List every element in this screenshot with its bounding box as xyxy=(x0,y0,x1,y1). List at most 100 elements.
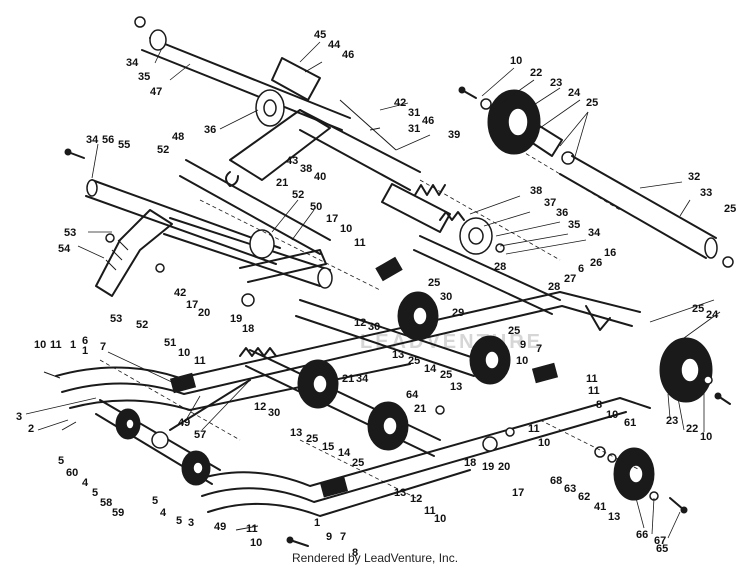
callout-44: 44 xyxy=(328,39,341,51)
callout-52-low: 52 xyxy=(136,319,148,331)
callout-6-a: 6 xyxy=(82,335,88,347)
callout-10-a: 10 xyxy=(34,339,46,351)
callout-6-right: 6 xyxy=(578,263,584,275)
callout-21-top: 21 xyxy=(276,177,288,189)
callout-57: 57 xyxy=(194,429,206,441)
callout-11-low: 11 xyxy=(424,505,436,517)
callout-61: 61 xyxy=(624,417,636,429)
callout-68: 68 xyxy=(550,475,562,487)
callout-54: 54 xyxy=(58,243,71,255)
callout-11-e: 11 xyxy=(246,523,258,535)
callout-5-c: 5 xyxy=(152,495,158,507)
assembly-guides xyxy=(99,149,641,501)
callout-47: 47 xyxy=(150,86,162,98)
callout-7-right: 7 xyxy=(536,343,542,355)
right-slide-rail-lower xyxy=(195,397,651,517)
callout-labels: 34 35 47 45 44 46 36 43 38 40 42 31 46 3… xyxy=(16,29,736,559)
callout-23-top: 23 xyxy=(550,77,562,89)
callout-46: 46 xyxy=(342,49,354,61)
callout-25d: 25 xyxy=(508,325,520,337)
callout-7-a: 7 xyxy=(100,341,106,353)
callout-24-right: 24 xyxy=(706,309,719,321)
callout-13b: 13 xyxy=(450,381,462,393)
rear-axle-tube xyxy=(559,155,734,268)
center-arm-shock xyxy=(225,57,421,191)
callout-59: 59 xyxy=(112,507,124,519)
callout-52-mid: 52 xyxy=(292,189,304,201)
callout-41: 41 xyxy=(594,501,606,513)
callout-20b: 20 xyxy=(498,461,510,473)
callout-13c: 13 xyxy=(290,427,302,439)
callout-33: 33 xyxy=(700,187,712,199)
torsion-springs xyxy=(169,211,465,431)
callout-32: 32 xyxy=(688,171,700,183)
callout-16: 16 xyxy=(604,247,616,259)
callout-50: 50 xyxy=(310,201,322,213)
callout-10-e: 10 xyxy=(250,537,262,549)
callout-21-left: 21 xyxy=(342,373,354,385)
callout-31b: 31 xyxy=(408,123,420,135)
callout-34-left: 34 xyxy=(86,134,99,146)
callout-43: 43 xyxy=(286,155,298,167)
callout-26: 26 xyxy=(590,257,602,269)
callout-4-a: 4 xyxy=(82,477,89,489)
callout-10-b: 10 xyxy=(538,437,550,449)
callout-34-right: 34 xyxy=(588,227,601,239)
callout-9-b: 9 xyxy=(326,531,332,543)
callout-1-a: 1 xyxy=(70,339,76,351)
callout-27: 27 xyxy=(564,273,576,285)
callout-51: 51 xyxy=(164,337,176,349)
callout-29: 29 xyxy=(452,307,464,319)
callout-30b: 30 xyxy=(368,321,380,333)
callout-64: 64 xyxy=(406,389,419,401)
callout-40: 40 xyxy=(314,171,326,183)
callout-48: 48 xyxy=(172,131,184,143)
rear-upper-idler-wheel xyxy=(480,89,575,165)
callout-28a: 28 xyxy=(494,261,506,273)
hardware xyxy=(43,86,731,547)
callout-25-top: 25 xyxy=(586,97,598,109)
front-upper-shaft xyxy=(134,16,351,131)
callout-4-b: 4 xyxy=(160,507,167,519)
callout-25e: 25 xyxy=(306,433,318,445)
callout-10-c: 10 xyxy=(606,409,618,421)
callout-38-right: 38 xyxy=(530,185,542,197)
callout-13a: 13 xyxy=(392,349,404,361)
callout-20: 20 xyxy=(198,307,210,319)
callout-21b: 21 xyxy=(414,403,426,415)
callout-12a: 12 xyxy=(354,317,366,329)
callout-22-low: 22 xyxy=(686,423,698,435)
callout-10-right: 10 xyxy=(516,355,528,367)
callout-8-b: 8 xyxy=(352,547,358,559)
callout-14b: 14 xyxy=(338,447,351,459)
callout-63: 63 xyxy=(564,483,576,495)
callout-49-a: 49 xyxy=(178,417,190,429)
credit-caption: Rendered by LeadVenture, Inc. xyxy=(291,551,459,565)
callout-30c: 30 xyxy=(268,407,280,419)
callout-3-a: 3 xyxy=(16,411,22,423)
callout-12b: 12 xyxy=(254,401,266,413)
callout-65: 65 xyxy=(656,543,668,555)
callout-67: 67 xyxy=(654,535,666,547)
callout-52-top: 52 xyxy=(157,144,169,156)
callout-11-mid: 11 xyxy=(354,237,366,249)
callout-14a: 14 xyxy=(424,363,437,375)
callout-10-left: 10 xyxy=(178,347,190,359)
callout-5-b: 5 xyxy=(92,487,98,499)
callout-25-right: 25 xyxy=(692,303,704,315)
callout-55: 55 xyxy=(118,139,130,151)
callout-15: 15 xyxy=(322,441,334,453)
callout-5-d: 5 xyxy=(176,515,182,527)
callout-53: 53 xyxy=(64,227,76,239)
callout-46b: 46 xyxy=(422,115,434,127)
bogie-wheels xyxy=(115,217,713,501)
callout-2: 2 xyxy=(28,423,34,435)
callout-56: 56 xyxy=(102,134,114,146)
callout-22-top: 22 xyxy=(530,67,542,79)
callout-58: 58 xyxy=(100,497,112,509)
callout-10-low: 10 xyxy=(434,513,446,525)
callout-30a: 30 xyxy=(440,291,452,303)
callout-37: 37 xyxy=(544,197,556,209)
callout-12c: 12 xyxy=(410,493,422,505)
